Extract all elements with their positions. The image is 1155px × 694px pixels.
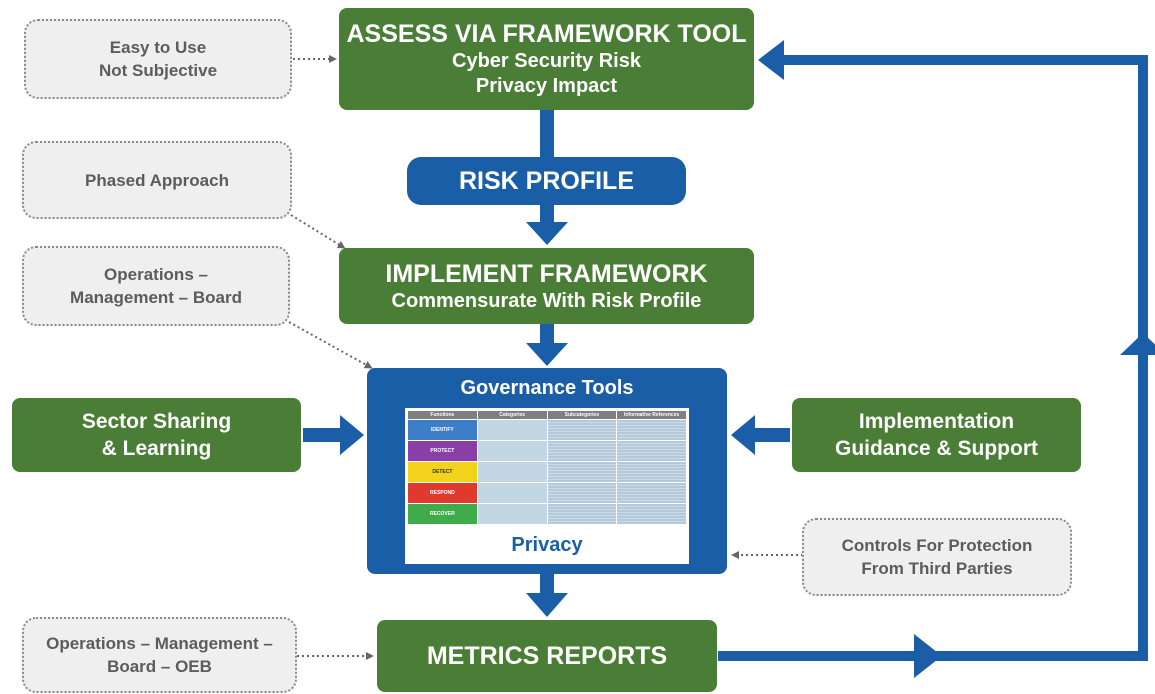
sector-line-2: & Learning [101,437,212,460]
table-row: PROTECT [407,440,687,462]
category-cell [476,419,548,441]
reference-cell [616,503,687,525]
implementation-guidance-box: Implementation Guidance & Support [792,398,1081,472]
reference-cell [616,419,687,441]
implement-line-1: Commensurate With Risk Profile [391,289,702,312]
risk-profile-box: RISK PROFILE [407,157,686,205]
table-header-functions: Functions [407,410,478,420]
note-controls-line-2: From Third Parties [861,559,1013,578]
category-cell [476,482,548,504]
table-header-categories: Categories [476,410,548,420]
function-cell: PROTECT [407,440,478,462]
table-row: DETECT [407,461,687,483]
note-phased-text: Phased Approach [85,170,229,190]
flow-arrow-risk-to-implement [526,205,568,245]
assess-line-2: Privacy Impact [475,75,618,97]
note-easy: Easy to Use Not Subjective [24,19,292,99]
flow-arrow-assess-to-risk [540,110,554,157]
privacy-label: Privacy [511,534,583,556]
sector-sharing-box: Sector Sharing & Learning [12,398,301,472]
note-operations-oeb: Operations – Management – Board – OEB [22,617,297,693]
subcategory-cell [546,461,618,483]
table-row: IDENTIFY [407,419,687,441]
framework-core-table: Functions Categories Subcategories Infor… [407,410,687,525]
function-cell: RECOVER [407,503,478,525]
flow-arrow-sector-to-governance [303,415,364,455]
flow-arrow-implement-to-governance [526,324,568,366]
function-cell: RESPOND [407,482,478,504]
note-ops2-line-2: Board – OEB [107,657,212,676]
metrics-label: METRICS REPORTS [426,642,668,670]
framework-table-area: Functions Categories Subcategories Infor… [405,408,689,564]
implementation-line-1: Implementation [858,410,1015,433]
flow-arrow-governance-to-metrics [526,574,568,617]
note-controls: Controls For Protection From Third Parti… [802,518,1072,596]
reference-cell [616,461,687,483]
metrics-reports-box: METRICS REPORTS [377,620,717,692]
assess-title: ASSESS VIA FRAMEWORK TOOL [346,20,747,48]
implementation-line-2: Guidance & Support [834,437,1038,460]
table-header-row: Functions Categories Subcategories Infor… [407,410,687,420]
assess-line-1: Cyber Security Risk [452,50,641,72]
subcategory-cell [546,482,618,504]
flow-arrow-implementation-to-governance [731,415,790,455]
note-phased: Phased Approach [22,141,292,219]
category-cell [476,503,548,525]
note-ops-line-1: Operations – [104,265,208,284]
note-ops-line-2: Management – Board [70,288,242,307]
table-row: RECOVER [407,503,687,525]
note-easy-line-2: Not Subjective [98,61,218,80]
governance-tools-panel: Governance Tools Functions Categories Su… [367,368,727,574]
table-row: RESPOND [407,482,687,504]
reference-cell [616,440,687,462]
note-operations: Operations – Management – Board [22,246,290,326]
note-easy-line-1: Easy to Use [109,38,207,57]
table-header-subcategories: Subcategories [546,410,618,420]
assess-box: ASSESS VIA FRAMEWORK TOOL Cyber Security… [339,8,754,110]
function-cell: DETECT [407,461,478,483]
table-header-references: Informative References [616,410,687,420]
sector-line-1: Sector Sharing [81,410,232,433]
category-cell [476,440,548,462]
function-cell: IDENTIFY [407,419,478,441]
reference-cell [616,482,687,504]
feedback-loop-arrow [718,40,1155,678]
note-controls-line-1: Controls For Protection [841,536,1033,555]
subcategory-cell [546,440,618,462]
implement-box: IMPLEMENT FRAMEWORK Commensurate With Ri… [339,248,754,324]
note-connector-phased [290,214,346,249]
governance-title: Governance Tools [460,377,634,399]
subcategory-cell [546,503,618,525]
subcategory-cell [546,419,618,441]
note-connector-ops [288,321,373,369]
note-ops2-line-1: Operations – Management – [46,634,273,653]
implement-title: IMPLEMENT FRAMEWORK [385,259,708,288]
category-cell [476,461,548,483]
risk-profile-label: RISK PROFILE [458,167,634,195]
